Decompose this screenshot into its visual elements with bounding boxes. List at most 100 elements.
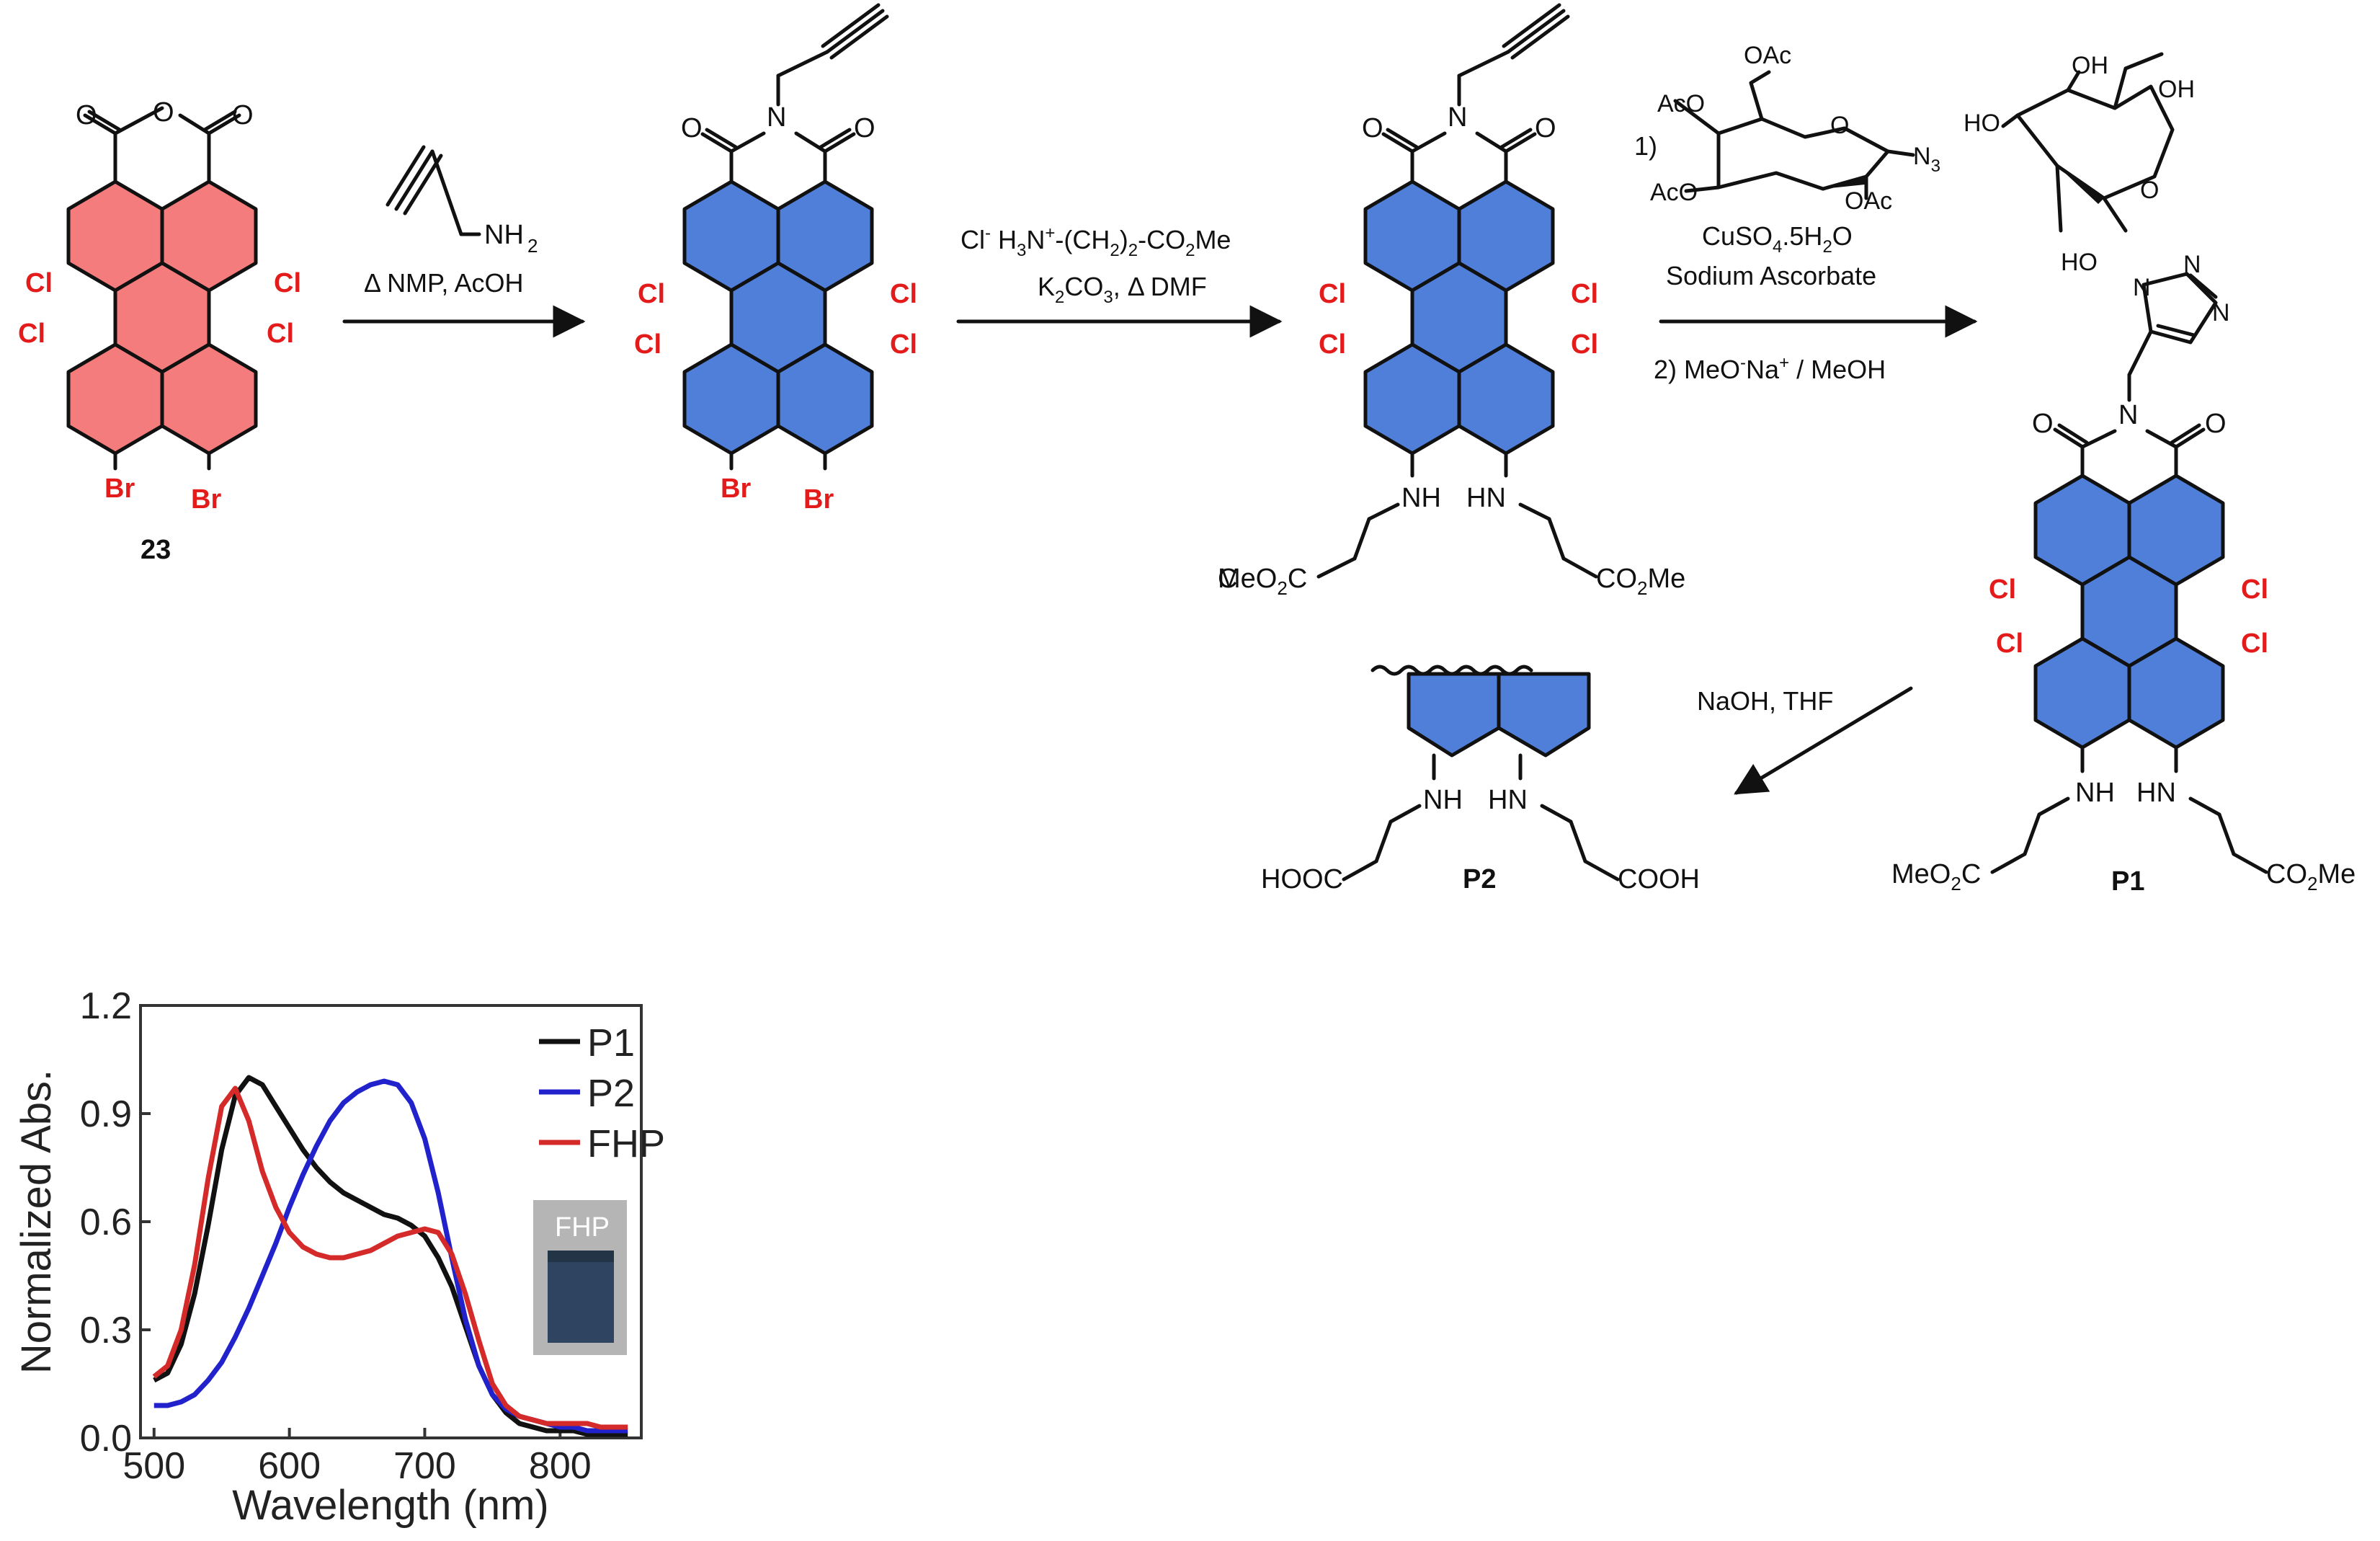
group-oh: OH <box>2158 76 2195 103</box>
galactose-unit <box>2001 52 2175 233</box>
svg-text:N3: N3 <box>1913 143 1940 176</box>
atom-cl: Cl <box>18 319 45 349</box>
svg-text:CuSO4.5H2O: CuSO4.5H2O <box>1702 221 1853 257</box>
atom-o: O <box>2140 177 2159 204</box>
series-lines <box>152 1075 628 1437</box>
atom-n: N <box>2118 400 2138 430</box>
atom-cl: Cl <box>267 319 294 349</box>
series-line-p1 <box>153 1075 628 1437</box>
atom-cl: Cl <box>1319 329 1346 360</box>
conditions-step-1: Δ NMP, AcOH <box>364 268 523 298</box>
group-aco: AcO <box>1650 179 1698 206</box>
atom-hn: HN <box>1466 483 1506 513</box>
group-oac: OAc <box>1845 187 1892 215</box>
group-co2me: CO <box>1596 564 1637 594</box>
atom-n: N <box>2183 251 2201 278</box>
atom-hn: HN <box>1488 785 1528 815</box>
reagent-cl: Cl <box>961 225 985 254</box>
atom-o: O <box>232 100 254 130</box>
svg-text:CO2Me: CO2Me <box>1596 564 1685 599</box>
atom-br: Br <box>104 474 135 504</box>
group-co2me: CO <box>2266 859 2307 889</box>
svg-text:MeO2C: MeO2C <box>1891 859 1981 894</box>
atom-o: O <box>76 100 97 130</box>
atom-cl: Cl <box>890 329 917 360</box>
reductant: Sodium Ascorbate <box>1666 261 1876 290</box>
svg-text:C: C <box>1218 564 1237 594</box>
atom-nh: NH <box>1401 483 1441 513</box>
svg-text:CO2Me: CO2Me <box>2266 859 2356 894</box>
legend-label-fhp: FHP <box>587 1122 665 1165</box>
legend-label-p1: P1 <box>587 1021 635 1065</box>
triazole-ring <box>2141 272 2218 345</box>
atom-cl: Cl <box>1571 279 1598 309</box>
atom-cl: Cl <box>634 329 661 360</box>
x-axis-label: Wavelength (nm) <box>232 1482 548 1529</box>
perylene-core-blue <box>2033 474 2225 750</box>
step-2-conditions: 2) MeO <box>1654 355 1740 384</box>
series-line-fhp <box>152 1085 628 1430</box>
reagent-nh2: NH <box>484 220 524 250</box>
reaction-arrow-2: Cl- H3N+-(CH2)2-CO2Me K2CO3, Δ DMF <box>956 223 1283 338</box>
atom-o: O <box>2205 409 2227 439</box>
y-tick-label: 0.0 <box>80 1418 132 1460</box>
inset-label: FHP <box>555 1212 610 1243</box>
y-axis-label: Normalized Abs. <box>13 1070 60 1374</box>
atom-nh: NH <box>2075 778 2115 808</box>
atom-o: O <box>2032 409 2054 439</box>
group-ho: HO <box>1964 110 2000 137</box>
anhydride-bonds <box>83 106 241 184</box>
atom-o: O <box>854 113 875 143</box>
group-oac: OAc <box>1744 42 1791 69</box>
atom-o: O <box>681 113 703 143</box>
azido-sugar <box>1673 70 1915 200</box>
x-tick-label: 800 <box>529 1445 592 1487</box>
atom-o: O <box>1362 113 1383 143</box>
reaction-arrow-3: 1) OAc AcO O AcO OAc N3 CuSO4.5H2O Sodiu… <box>1634 42 1978 384</box>
atom-cl: Cl <box>274 268 301 298</box>
perylene-fragment-blue <box>1407 672 1591 758</box>
atom-cl: Cl <box>2241 629 2268 659</box>
atom-o: O <box>153 97 174 128</box>
y-tick-label: 0.6 <box>80 1202 132 1243</box>
group-hooc: HOOC <box>1261 864 1343 894</box>
atom-o: O <box>1535 113 1556 143</box>
y-ticks: 0.0 0.3 0.6 0.9 1.2 <box>80 985 151 1460</box>
intermediate-diamino-ester: N O O Cl Cl Cl Cl NH HN C MeO2C <box>1218 3 1685 599</box>
compound-23: O O O Cl Cl Cl Cl Br Br 23 <box>18 97 301 565</box>
svg-text:Cl- H3N+-(CH2)2-CO2Me: Cl- H3N+-(CH2)2-CO2Me <box>961 223 1231 260</box>
atom-cl: Cl <box>25 268 53 298</box>
atom-n: N <box>2212 299 2230 327</box>
x-ticks: 500 600 700 800 <box>122 1428 592 1487</box>
fhp-inset-photo: FHP <box>533 1200 627 1355</box>
group-cooh: COOH <box>1618 864 1700 894</box>
legend-label-p2: P2 <box>587 1072 635 1115</box>
y-tick-label: 1.2 <box>80 985 132 1027</box>
atom-cl: Cl <box>1989 574 2016 605</box>
intermediate-dibromide: N O O Cl Cl Cl Cl Br Br <box>634 3 917 515</box>
reagent-nh2-subscript: 2 <box>527 235 538 257</box>
atom-n: N <box>2133 274 2151 301</box>
perylene-core-blue <box>1363 179 1555 456</box>
svg-text:2) MeO-Na+ / MeOH: 2) MeO-Na+ / MeOH <box>1654 353 1886 384</box>
y-tick-label: 0.3 <box>80 1310 132 1351</box>
x-tick-label: 700 <box>393 1445 456 1487</box>
compound-p2: NH HN HOOC COOH P2 <box>1261 665 1700 894</box>
group-meo2c: C <box>1218 564 1237 594</box>
atom-br: Br <box>721 474 751 504</box>
x-tick-label: 500 <box>122 1445 185 1487</box>
atom-br: Br <box>191 484 221 515</box>
atom-n: N <box>767 102 786 133</box>
group-oh: OH <box>2072 52 2108 79</box>
svg-text:MeO2C: MeO2C <box>1218 564 1307 599</box>
x-tick-label: 600 <box>258 1445 321 1487</box>
group-aco: AcO <box>1657 90 1705 117</box>
y-tick-label: 0.9 <box>80 1093 132 1135</box>
atom-cl: Cl <box>1996 629 2023 659</box>
reagent-base: K <box>1038 272 1055 301</box>
group-meo2c: MeO <box>1891 859 1951 889</box>
svg-text:K2CO3, Δ DMF: K2CO3, Δ DMF <box>1038 272 1207 307</box>
atom-br: Br <box>803 484 834 515</box>
